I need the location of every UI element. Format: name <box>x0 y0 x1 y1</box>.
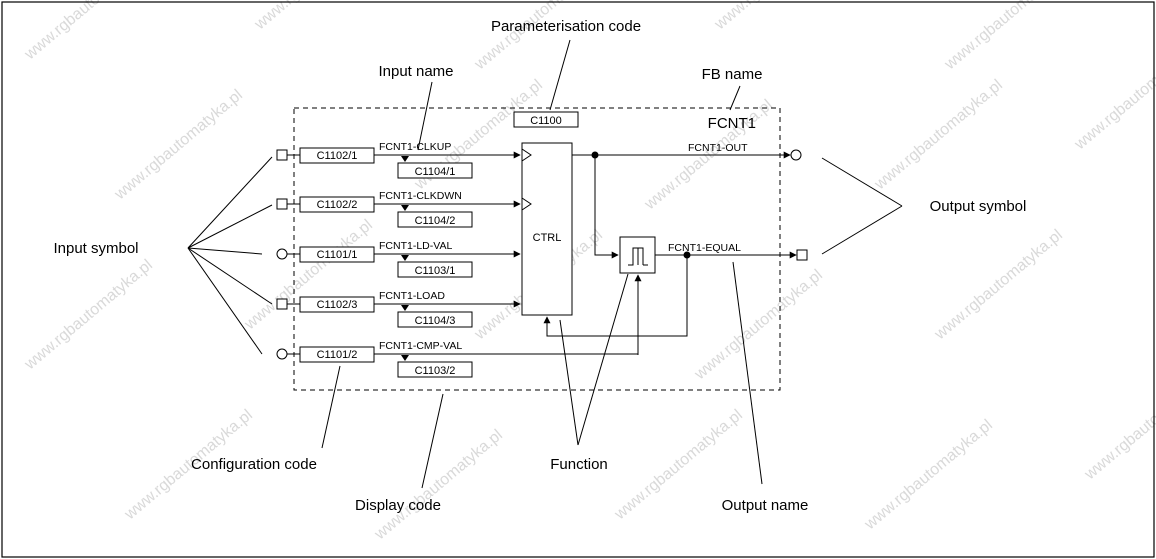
feedback-line <box>543 255 688 337</box>
display-code: C1104/2 <box>415 215 456 227</box>
configuration-code: C1102/2 <box>317 199 358 211</box>
watermark-text: www.rgbautomatyka.pl <box>241 217 376 334</box>
input-symbol-square <box>276 149 288 161</box>
callout-output-symbol: Output symbol <box>930 198 1027 215</box>
display-tap-arrow <box>401 156 409 162</box>
leader-display-code <box>421 393 444 489</box>
leader-fb-name <box>729 85 741 111</box>
watermark-text: www.rgbautomatyka.pl <box>691 267 826 384</box>
output-name-equal: FCNT1-EQUAL <box>668 242 741 254</box>
leader-function <box>559 273 629 446</box>
display-code-box <box>397 261 473 278</box>
watermark-text: www.rgbautomatyka.pl <box>251 0 386 34</box>
input-name: FCNT1-CLKUP <box>379 141 451 153</box>
callout-input-symbol: Input symbol <box>53 240 138 257</box>
watermark-text: www.rgbautomatyka.pl <box>711 0 846 34</box>
clock-input-marker <box>521 148 532 162</box>
display-tap-arrow <box>401 305 409 311</box>
display-code-box <box>397 211 473 228</box>
out-to-comparator-line <box>594 155 619 259</box>
watermark-text: www.rgbautomatyka.pl <box>1081 367 1156 484</box>
input-row: C1102/1 FCNT1-CLKUP C1104/1 <box>276 141 521 179</box>
callout-parameterisation-code: Parameterisation code <box>491 18 641 35</box>
input-row: C1101/1 FCNT1-LD-VAL C1103/1 <box>276 240 521 278</box>
watermark-text: www.rgbautomatyka.pl <box>871 77 1006 194</box>
input-name: FCNT1-CMP-VAL <box>379 340 462 352</box>
input-symbol-square <box>276 198 288 210</box>
watermark-text: www.rgbautomatyka.pl <box>1071 37 1156 154</box>
watermark-text: www.rgbautomatyka.pl <box>931 227 1066 344</box>
leader-input-name <box>417 81 433 151</box>
display-code: C1104/3 <box>415 315 456 327</box>
callout-display-code: Display code <box>355 497 441 514</box>
callout-input-name: Input name <box>378 63 453 80</box>
callout-fb-name: FB name <box>702 66 763 83</box>
input-name: FCNT1-CLKDWN <box>379 190 462 202</box>
input-name: FCNT1-LD-VAL <box>379 240 452 252</box>
parameter-code-box <box>513 111 579 128</box>
leader-input-symbol <box>187 156 273 355</box>
fb-name-label: FCNT1 <box>708 115 756 132</box>
watermark-text: www.rgbautomatyka.pl <box>861 417 996 534</box>
parameter-code: C1100 <box>530 115 562 127</box>
leader-output-symbol <box>821 157 903 255</box>
input-row: C1102/2 FCNT1-CLKDWN C1104/2 <box>276 190 521 228</box>
ctrl-label: CTRL <box>533 232 562 244</box>
fb-boundary <box>293 107 781 391</box>
clock-input-marker <box>521 197 532 211</box>
output-name-out: FCNT1-OUT <box>688 142 748 154</box>
display-code: C1103/1 <box>415 265 456 277</box>
watermark-text: www.rgbautomatyka.pl <box>471 0 606 74</box>
display-tap-arrow <box>401 355 409 361</box>
watermark-text: www.rgbautomatyka.pl <box>371 427 506 544</box>
configuration-code: C1101/1 <box>317 249 358 261</box>
leader-parameterisation <box>549 39 571 111</box>
configuration-code: C1101/2 <box>317 349 358 361</box>
display-code: C1104/1 <box>415 166 456 178</box>
input-symbol-square <box>276 298 288 310</box>
callout-function: Function <box>550 456 608 473</box>
watermark-text: www.rgbautomatyka.pl <box>21 0 156 64</box>
callout-output-name: Output name <box>722 497 809 514</box>
input-symbol-circle <box>276 348 288 360</box>
watermark-text: www.rgbautomatyka.pl <box>941 0 1076 74</box>
display-code: C1103/2 <box>415 365 456 377</box>
configuration-code: C1102/3 <box>317 299 358 311</box>
input-name: FCNT1-LOAD <box>379 290 445 302</box>
display-code-box <box>397 162 473 179</box>
comparator-function-icon <box>628 247 648 266</box>
input-row: C1101/2 FCNT1-CMP-VAL C1103/2 <box>276 340 638 378</box>
input-row: C1102/3 FCNT1-LOAD C1104/3 <box>276 290 521 328</box>
output-symbol-square <box>796 249 808 261</box>
leader-configuration-code <box>321 365 341 449</box>
display-code-box <box>397 361 473 378</box>
input-symbol-circle <box>276 248 288 260</box>
watermark-text: www.rgbautomatyka.pl <box>111 87 246 204</box>
display-tap-arrow <box>401 255 409 261</box>
ctrl-block <box>521 142 573 316</box>
watermark-text: www.rgbautomatyka.pl <box>21 257 156 374</box>
output-symbol-circle <box>790 149 802 161</box>
callout-configuration-code: Configuration code <box>191 456 317 473</box>
display-tap-arrow <box>401 205 409 211</box>
configuration-code: C1102/1 <box>317 150 358 162</box>
leader-output-name <box>732 261 763 485</box>
display-code-box <box>397 311 473 328</box>
